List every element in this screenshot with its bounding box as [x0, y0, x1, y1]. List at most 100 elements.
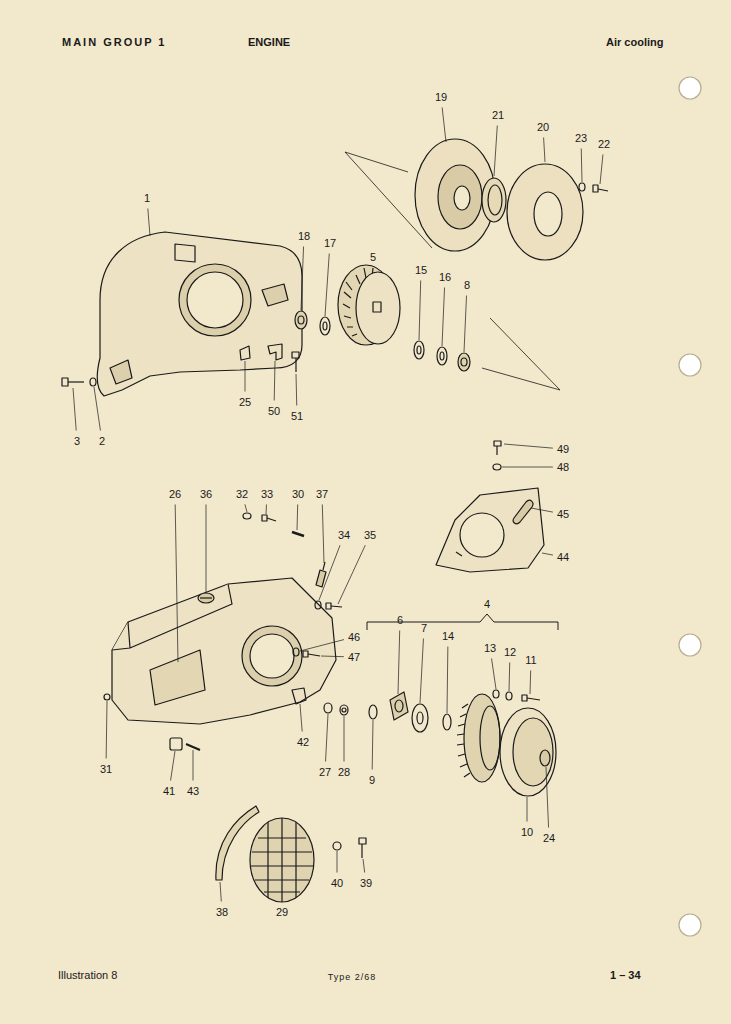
callout-number: 11: [525, 654, 536, 667]
leader-line: [363, 859, 365, 873]
callout-number: 13: [484, 642, 496, 655]
hub: [390, 692, 408, 720]
callout-number: 33: [261, 488, 273, 501]
leader-line: [544, 137, 545, 162]
callout-number: 37: [316, 488, 328, 501]
screw: [593, 185, 608, 192]
washer: [324, 703, 332, 713]
leader-line: [464, 295, 467, 352]
callout-number: 24: [543, 832, 555, 845]
screw: [522, 695, 540, 701]
leader-line: [530, 670, 532, 694]
callout-number: 51: [291, 410, 303, 423]
page-heading: ENGINE: [248, 36, 290, 49]
punch-holes: [679, 77, 701, 936]
leader-line: [492, 658, 496, 689]
callout-number: 26: [169, 488, 181, 501]
screw: [62, 378, 84, 386]
leader-line: [442, 107, 446, 142]
callout-number: 5: [370, 251, 376, 264]
callout-number: 45: [557, 508, 569, 521]
leader-line: [502, 467, 553, 468]
leader-line: [266, 504, 267, 514]
leader-line: [326, 714, 328, 762]
washer: [333, 842, 341, 850]
ring: [369, 705, 377, 719]
callout-number: 48: [557, 461, 569, 474]
callout-number: 44: [557, 551, 569, 564]
page-footer: Illustration 8: [58, 969, 117, 982]
leader-line: [325, 253, 329, 316]
fan-housing: [97, 232, 302, 396]
screw: [494, 441, 501, 455]
screw: [262, 515, 276, 521]
callout-number: 12: [504, 646, 516, 659]
fan: [338, 265, 400, 345]
washer: [320, 317, 330, 335]
pin: [186, 744, 200, 750]
leader-line: [300, 704, 302, 732]
leader-line: [494, 125, 497, 176]
callout-number: 7: [421, 622, 427, 635]
callout-number: 3: [74, 435, 80, 448]
grommet: [513, 500, 533, 523]
grommet: [170, 738, 182, 750]
leader-line: [220, 882, 221, 902]
pulley-gear: [457, 694, 500, 782]
group-bracket: [367, 614, 558, 630]
leader-line: [322, 504, 324, 563]
callout-number: 43: [187, 785, 199, 798]
callout-number: 16: [439, 271, 451, 284]
leader-line: [297, 504, 299, 530]
leader-line: [73, 388, 76, 431]
callout-number: 39: [360, 877, 372, 890]
clip: [268, 344, 282, 360]
leader-line: [338, 545, 365, 604]
spacer: [443, 714, 451, 730]
callout-number: 31: [100, 763, 112, 776]
leader-line: [546, 767, 549, 828]
callout-number: 21: [492, 109, 504, 122]
callout-number: 23: [575, 132, 587, 145]
page-heading: MAIN GROUP 1: [62, 36, 166, 49]
callout-number: 18: [298, 230, 310, 243]
callout-number: 35: [364, 529, 376, 542]
leader-line: [319, 545, 340, 600]
callout-number: 30: [292, 488, 304, 501]
nut: [295, 311, 307, 329]
callout-number: 25: [239, 396, 251, 409]
screw: [303, 651, 320, 657]
leader-line: [581, 148, 583, 182]
washer: [90, 378, 96, 386]
leader-line: [321, 656, 344, 658]
cover: [436, 488, 544, 572]
callout-number: 15: [415, 264, 427, 277]
washer: [437, 347, 447, 365]
callout-number: 46: [348, 631, 360, 644]
callout-number: 38: [216, 906, 228, 919]
callout-number: 6: [397, 614, 403, 627]
leader-line: [301, 246, 304, 310]
lower-housing: [112, 578, 336, 724]
callout-number: 22: [598, 138, 610, 151]
leader-line: [344, 716, 345, 762]
washer: [412, 704, 428, 732]
leader-line: [419, 280, 421, 340]
callout-number: 36: [200, 488, 212, 501]
screw: [359, 838, 366, 858]
page-footer: Type 2/68: [328, 971, 377, 984]
callout-number: 2: [99, 435, 105, 448]
plug: [104, 694, 110, 700]
callout-number: 32: [236, 488, 248, 501]
callout-number: 29: [276, 906, 288, 919]
leader-line: [300, 640, 344, 651]
bracket: [292, 688, 306, 704]
leader-line: [296, 374, 298, 406]
callout-number: 8: [464, 279, 470, 292]
callout-number: 27: [319, 766, 331, 779]
leader-line: [509, 662, 511, 691]
washer: [315, 601, 321, 609]
callout-number: 49: [557, 443, 569, 456]
